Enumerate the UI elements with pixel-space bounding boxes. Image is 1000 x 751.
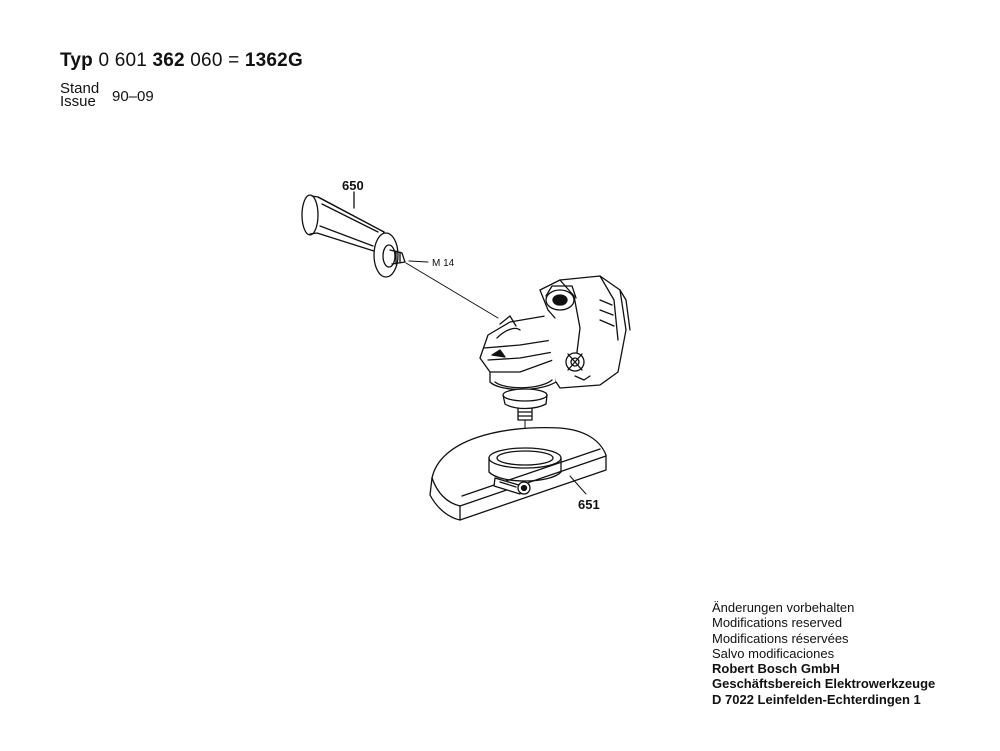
- angle-grinder-drawing: [479, 275, 631, 421]
- company-name: Robert Bosch GmbH: [712, 661, 840, 677]
- guard-leader-line: [569, 475, 587, 495]
- model-number: 1362: [244, 50, 288, 71]
- typ-label: Typ: [60, 50, 93, 71]
- type-number: Typ 0 601 362 060 = 1362G: [60, 50, 303, 72]
- part-number-prefix: 0 601: [98, 50, 147, 71]
- company-address: D 7022 Leinfelden-Echterdingen 1: [712, 691, 921, 707]
- callout-651: 651: [578, 497, 600, 512]
- model-suffix: G: [287, 50, 303, 71]
- side-handle-drawing: [301, 194, 406, 278]
- thread-leader-line: [408, 260, 429, 263]
- footer-line-es: Salvo modificaciones: [712, 645, 835, 661]
- stand-issue-labels: Stand Issue: [60, 80, 100, 110]
- issue-date: 90–09: [112, 88, 154, 105]
- equals-sign: =: [228, 50, 240, 71]
- callout-650: 650: [342, 178, 364, 193]
- protective-guard-drawing: [429, 426, 607, 521]
- issue-label: Issue: [60, 93, 96, 110]
- footer-line-de: Änderungen vorbehalten: [712, 600, 855, 615]
- handle-mount-line: [405, 262, 499, 319]
- footer-notice: Änderungen vorbehalten Modifications res…: [712, 600, 935, 707]
- part-number-mid: 362: [152, 50, 185, 71]
- footer-line-en: Modifications reserved: [712, 615, 843, 631]
- part-number-suffix: 060: [190, 50, 223, 71]
- thread-size-label: M 14: [432, 258, 455, 269]
- company-division: Geschäftsbereich Elektrowerkzeuge: [712, 676, 936, 692]
- footer-line-fr: Modifications réservées: [712, 630, 849, 646]
- stand-label: Stand: [60, 80, 100, 97]
